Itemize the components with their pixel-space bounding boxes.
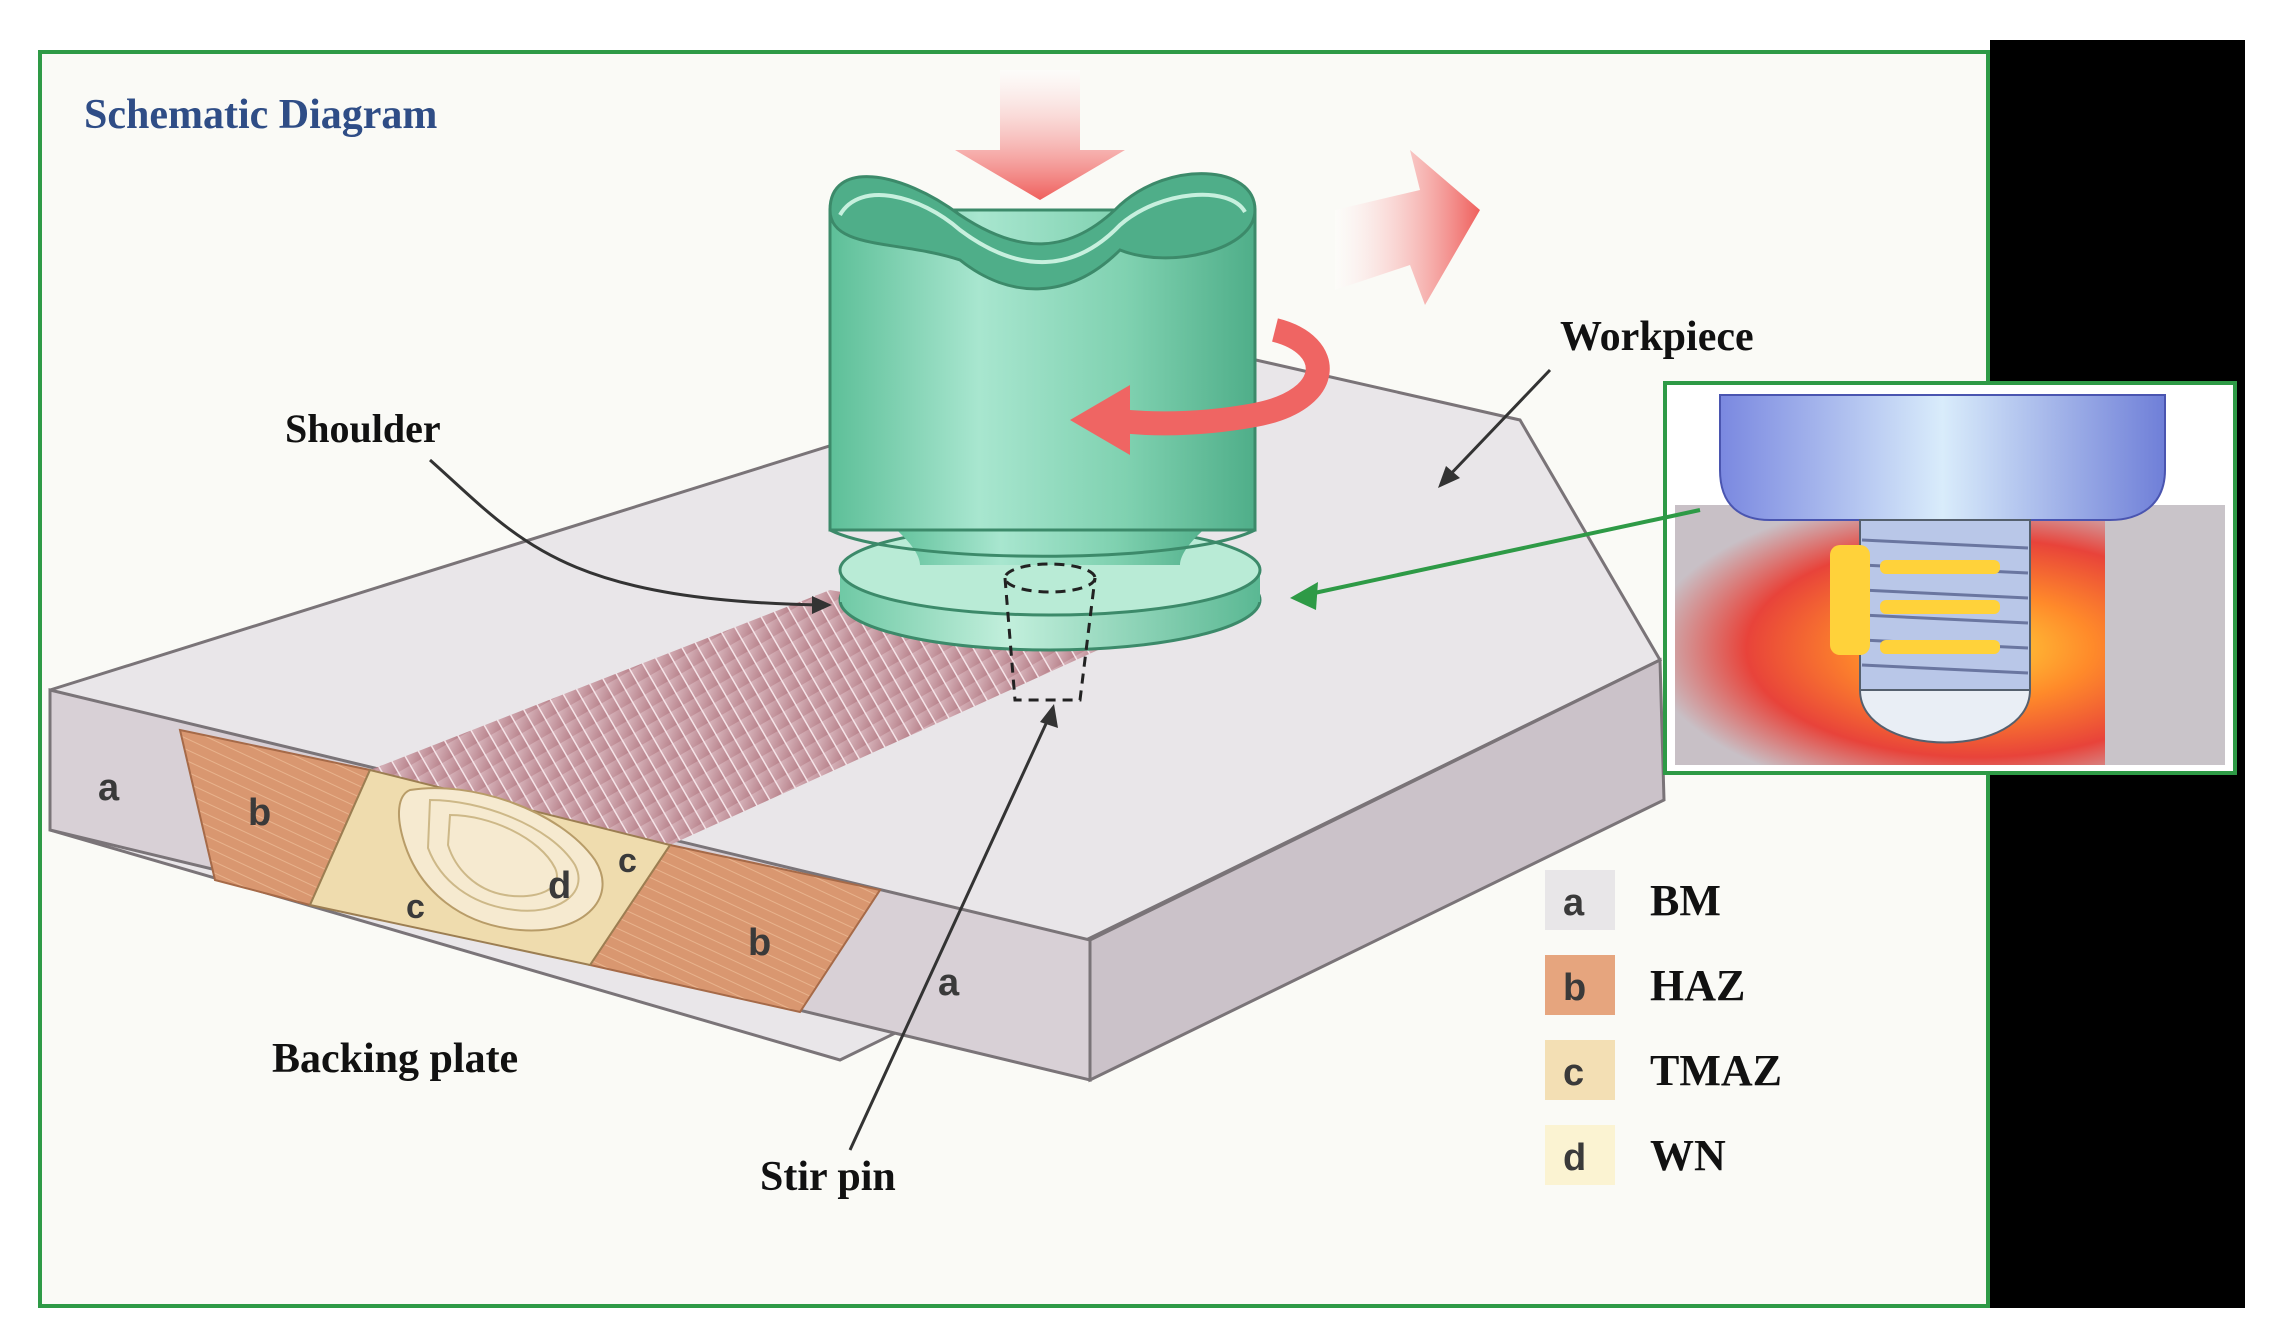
legend: a BM b HAZ c TMAZ d WN (1545, 870, 1782, 1185)
stir-pin-outline (1003, 577, 1097, 702)
inset-shoulder (1719, 394, 2166, 521)
legend-swatch-c (1545, 1040, 1615, 1100)
rotation-arrow-head (1070, 385, 1130, 455)
legend-text-c: TMAZ (1650, 1046, 1782, 1095)
weld-track (370, 590, 1120, 845)
label-stir-pin: Stir pin (760, 1154, 896, 1200)
inset-pin-tip (1858, 689, 2032, 744)
legend-text-a: BM (1650, 876, 1721, 925)
tool-saddle-top (828, 172, 1257, 291)
leader-workpiece-head (1438, 466, 1460, 488)
zone-mark-b-left: b (248, 792, 271, 834)
diagram-title: Schematic Diagram (84, 92, 437, 138)
legend-swatch-a (1545, 870, 1615, 930)
zone-mark-b-right: b (748, 922, 771, 964)
legend-key-b: b (1563, 967, 1586, 1009)
tool-body-bottom-edge (829, 528, 1256, 558)
legend-text-d: WN (1650, 1131, 1726, 1180)
leader-shoulder (429, 458, 821, 607)
down-force-arrow (955, 70, 1125, 200)
rotation-arrow-arc (1108, 318, 1330, 436)
leader-stir-pin-head (1040, 704, 1058, 728)
label-workpiece: Workpiece (1560, 314, 1754, 360)
zone-mark-a-left: a (98, 767, 120, 809)
tool-saddle-highlight (838, 192, 1247, 264)
inset-material-flow (1830, 545, 2000, 655)
label-shoulder: Shoulder (285, 406, 441, 451)
legend-key-d: d (1563, 1137, 1586, 1179)
leader-shoulder-head (812, 596, 832, 614)
zone-mark-c-right: c (618, 842, 637, 880)
travel-direction-arrow (1335, 150, 1480, 305)
legend-swatch-b (1545, 955, 1615, 1015)
label-backing-plate: Backing plate (272, 1036, 518, 1082)
inset-cold-metal (2105, 505, 2225, 765)
zone-mark-a-right: a (938, 962, 960, 1004)
inset-pointer-line (1304, 508, 1701, 597)
inset-pointer-head (1290, 582, 1318, 610)
legend-text-b: HAZ (1650, 961, 1745, 1010)
nugget-ring-inner (446, 813, 558, 898)
leader-stir-pin (848, 714, 1052, 1151)
legend-key-a: a (1563, 882, 1585, 924)
zone-mark-c-left: c (406, 888, 425, 926)
leader-workpiece (1443, 368, 1552, 482)
zone-mark-d: d (548, 865, 571, 907)
legend-swatch-d (1545, 1125, 1615, 1185)
legend-key-c: c (1563, 1052, 1584, 1094)
nugget-ring (426, 798, 580, 912)
